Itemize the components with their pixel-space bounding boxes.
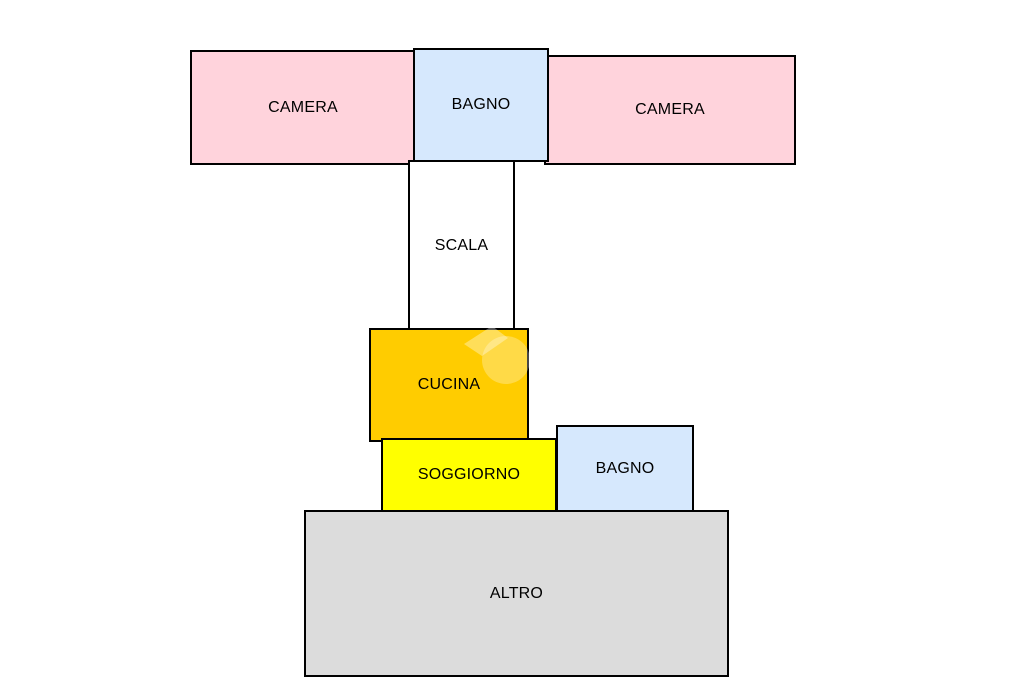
room-label: CAMERA xyxy=(268,98,338,116)
room-scala: SCALA xyxy=(408,160,515,331)
room-camera-left: CAMERA xyxy=(190,50,416,165)
room-label: ALTRO xyxy=(489,584,544,602)
room-label: BAGNO xyxy=(595,459,655,477)
room-label: SOGGIORNO xyxy=(417,466,521,483)
room-label: CUCINA xyxy=(417,376,481,393)
room-bagno-bottom: BAGNO xyxy=(556,425,694,512)
room-label: BAGNO xyxy=(451,96,511,113)
room-bagno-top: BAGNO xyxy=(413,48,549,162)
room-label: SCALA xyxy=(434,236,489,254)
room-camera-right: CAMERA xyxy=(544,55,796,165)
room-altro: ALTRO xyxy=(304,510,729,677)
room-soggiorno: SOGGIORNO xyxy=(381,438,557,512)
room-label: CAMERA xyxy=(635,101,705,118)
room-cucina: CUCINA xyxy=(369,328,529,442)
